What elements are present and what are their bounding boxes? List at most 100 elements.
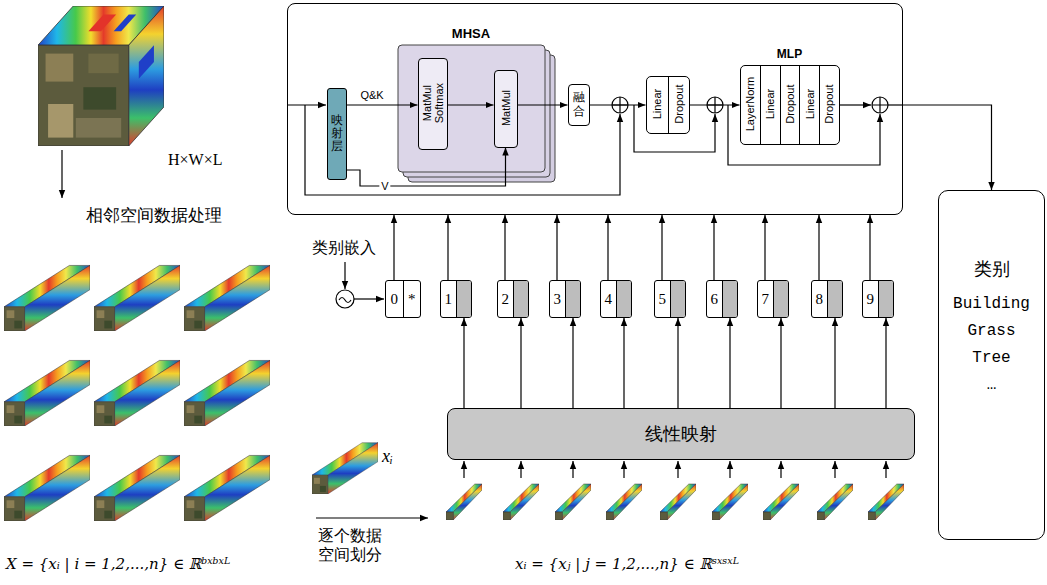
token-number: 8: [816, 291, 824, 308]
layer-label: Dropout: [823, 69, 835, 141]
connector-arrow: [818, 215, 819, 280]
embed-arrow: [344, 262, 345, 289]
patch-cube: [4, 360, 90, 426]
token-cell: 7: [758, 281, 773, 317]
mlp-output-wire: [840, 104, 871, 105]
connector-arrow: [447, 215, 448, 280]
slice-arrow: [780, 461, 781, 478]
connector-arrow: [347, 104, 418, 105]
mhsa-stack: [398, 45, 555, 182]
process-arrow: [61, 150, 62, 198]
edge-label: Q&K: [358, 89, 385, 101]
token-cell: 8: [812, 281, 827, 317]
figure-label: xᵢ: [382, 446, 393, 468]
class-label: Tree: [972, 345, 1010, 372]
token-box: 6: [706, 280, 738, 318]
token-number: 7: [762, 291, 770, 308]
column-cell: Dropout: [780, 66, 800, 144]
linear-dropout-box: Linear Dropout: [646, 76, 690, 134]
slice-arrow: [834, 461, 835, 478]
token-number: 6: [711, 291, 719, 308]
pixel-slice: [446, 484, 482, 520]
token-number: 0: [391, 291, 399, 308]
layer-label: Linear: [764, 69, 776, 141]
patch-cube: [94, 265, 180, 331]
token-cell: *: [403, 281, 421, 317]
token-embedding-cell: [456, 281, 472, 317]
layer-label: LayerNorm: [744, 69, 756, 141]
token-box: 8: [811, 280, 843, 318]
token-embedding-cell: [513, 281, 529, 317]
connector-arrow: [520, 318, 521, 408]
slice-arrow: [677, 461, 678, 478]
patch-cube: [184, 265, 270, 331]
token-cell: 1: [441, 281, 456, 317]
token-number: 9: [867, 291, 875, 308]
add-symbol: [872, 97, 888, 113]
pixel-slice: [868, 484, 904, 520]
patch-cube: [184, 455, 270, 521]
token-cell: 0: [386, 281, 403, 317]
class-label: Building: [953, 291, 1030, 318]
slice-arrows: [464, 461, 886, 478]
token-cell: 2: [498, 281, 513, 317]
input-wire: [287, 104, 326, 105]
tilde-symbol: [339, 298, 351, 303]
token-box: 4: [600, 280, 632, 318]
matmul-box: MatMul: [494, 70, 518, 148]
slice-arrow: [463, 461, 464, 478]
connector-arrow: [869, 215, 870, 280]
embed-arrow: [354, 298, 384, 299]
pixel-slices: [446, 484, 904, 520]
connector-arrow: [463, 318, 464, 408]
connector-arrow: [607, 215, 608, 280]
patch-grid: [4, 265, 270, 521]
token-embedding-cell: [565, 281, 581, 317]
class-token-box: 0*: [385, 280, 421, 318]
slice-arrow: [520, 461, 521, 478]
projection-layer: 映射层: [327, 88, 347, 180]
token-number: 5: [659, 291, 667, 308]
layer-label: Dropout: [672, 80, 684, 130]
operation-label: MatMul Softmax: [420, 80, 444, 128]
token-number: 3: [554, 291, 562, 308]
token-box: 1: [440, 280, 472, 318]
token-number: 4: [605, 291, 613, 308]
linear-projection-box: 线性映射: [447, 408, 915, 460]
hyperspectral-cube: [38, 6, 164, 146]
column-cell: Linear: [647, 77, 668, 133]
patch-cube: [4, 455, 90, 521]
class-label: Grass: [967, 318, 1015, 345]
connector-arrow: [677, 318, 678, 408]
connector-arrow: [623, 318, 624, 408]
connector-arrow: [903, 105, 992, 190]
mlp-block: MLPLayerNormLinearDropoutLinearDropout: [740, 65, 840, 145]
connector-arrow: [572, 318, 573, 408]
split-arrow: [316, 517, 428, 518]
edge-label: V: [379, 180, 390, 192]
token-number: 2: [502, 291, 510, 308]
patch-cube: [4, 265, 90, 331]
connector-arrow: [834, 318, 835, 408]
token-embedding-cell: [773, 281, 789, 317]
token-number: *: [408, 291, 416, 308]
connector-arrow: [885, 318, 886, 408]
token-cell: 5: [655, 281, 670, 317]
block-output-wire: [888, 104, 903, 105]
mhsa-block: MHSAMatMul SoftmaxMatMul: [398, 45, 545, 172]
layer-label: Linear: [651, 80, 663, 130]
figure-label: xᵢ = {xⱼ | j = 1,2,...,n} ∈ ℝˢˣˢˣᴸ: [515, 555, 739, 573]
token-embedding-cell: [722, 281, 738, 317]
token-box: 5: [654, 280, 686, 318]
pixel-slice: [503, 484, 539, 520]
connector-arrow: [556, 215, 557, 280]
token-embedding-cell: [878, 281, 894, 317]
layer-label: Dropout: [784, 69, 796, 141]
column-cell: Dropout: [668, 77, 689, 133]
patch-cube: [184, 360, 270, 426]
connector-arrow: [347, 148, 506, 187]
token-box: 3: [549, 280, 581, 318]
layer-label: 映射层: [331, 114, 343, 154]
slice-arrow: [729, 461, 730, 478]
